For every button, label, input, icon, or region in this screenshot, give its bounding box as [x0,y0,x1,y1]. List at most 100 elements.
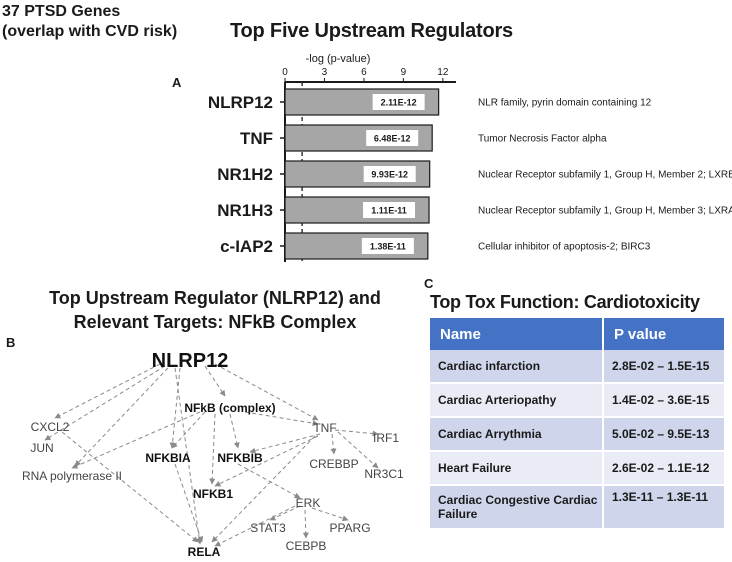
network-edge [214,505,296,547]
network-node: RNA polymerase II [22,469,122,483]
network-edge [229,413,240,449]
x-axis-label: -log (p-value) [306,53,371,65]
network-edge [44,365,166,441]
network-node: PPARG [329,521,370,535]
network-edge [71,411,201,469]
category-label: c-IAP2 [220,237,273,256]
value-label: 1.11E-11 [371,206,407,216]
network-edge [302,509,309,539]
network-edge [249,433,321,454]
value-label: 6.48E-12 [374,134,411,144]
category-label: NR1H2 [217,165,273,184]
network-node: RELA [188,545,221,559]
description-label: Nuclear Receptor subfamily 1, Group H, M… [478,170,732,181]
network-node: TNF [313,421,336,435]
tox-header-pvalue: P value [603,318,726,350]
network-node: NFKBIA [145,451,191,465]
network-edge [54,363,161,419]
network-node: JUN [30,441,53,455]
network-node: CEBPB [286,539,327,553]
network-edge [330,433,337,455]
network-edge [214,435,319,487]
x-tick-label: 3 [322,67,328,78]
value-label-box [366,130,419,146]
value-label: 9.93E-12 [371,170,408,180]
x-tick-label: 6 [361,67,367,78]
tox-pvalue-cell: 5.0E-02 – 9.5E-13 [603,417,726,452]
network-edge [211,435,316,543]
network-edge [214,363,319,421]
tox-table-header-row: Name P value [430,318,726,350]
network-edge [334,429,379,437]
description-label: Tumor Necrosis Factor alpha [478,134,607,145]
bar-row: TNF 6.48E-12 Tumor Necrosis Factor alpha [240,124,607,152]
network-edge [174,367,203,545]
network-edge [61,431,199,543]
tox-header-name: Name [430,318,604,350]
network-node: NLRP12 [152,350,229,372]
value-label-box [363,202,416,218]
description-label: Cellular inhibitor of apoptosis-2; BIRC3 [478,242,651,253]
tox-pvalue-cell: 2.8E-02 – 1.5E-15 [603,350,726,384]
network-edge [169,367,181,449]
network-node: ERK [296,496,321,510]
x-tick-label: 0 [282,67,288,78]
value-label-box [372,94,425,110]
network-node: CREBBP [309,457,358,471]
network-edge [171,411,206,449]
x-tick-label: 12 [437,67,449,78]
network-node: IRF1 [373,431,399,445]
value-label: 1.38E-11 [370,242,406,252]
description-label: Nuclear Receptor subfamily 1, Group H, M… [478,206,732,217]
category-label: TNF [240,129,273,148]
value-label-box [361,238,414,254]
tox-name-cell: Cardiac Congestive Cardiac Failure [430,485,604,530]
network-node: NFKB1 [193,487,233,501]
network-node: NFkB (complex) [184,401,275,415]
description-label: NLR family, pyrin domain containing 12 [478,98,652,109]
network-edge [174,463,204,543]
network-title: Top Upstream Regulator (NLRP12) and Rele… [49,288,381,332]
bar-row: NR1H2 9.93E-12 Nuclear Receptor subfamily … [217,160,732,188]
network-edges [44,363,379,547]
category-label: NR1H3 [217,201,273,220]
panel-b-label: B [6,335,16,350]
panel-a-label: A [172,75,182,90]
network-node: NR3C1 [364,467,404,481]
network-edge [204,365,226,397]
network-edge [74,367,169,467]
intro-text: 37 PTSD Genes (overlap with CVD risk) [2,3,178,40]
chart-title: Top Five Upstream Regulators [230,20,513,42]
category-label: NLRP12 [208,93,273,112]
tox-name-cell: Heart Failure [430,451,604,486]
tox-pvalue-cell: 1.3E-11 – 1.3E-11 [603,485,726,530]
value-label-box [363,166,416,182]
network-edge [311,507,349,522]
bar-row: NR1H3 1.11E-11 Nuclear Receptor subfamily … [217,196,732,224]
network-edge [244,411,319,427]
network-edge [237,463,301,499]
tox-name-cell: Cardiac Arrythmia [430,417,604,452]
bar-row: c-IAP2 1.38E-11 Cellular inhibitor of apop… [220,232,651,260]
network-edge [269,505,301,521]
tox-name-cell: Cardiac Arteriopathy [430,383,604,418]
tox-title: Top Tox Function: Cardiotoxicity [430,292,700,312]
network-edge [337,431,379,469]
panel-c-label: C [424,276,434,291]
network-node: STAT3 [250,521,286,535]
network-node: CXCL2 [31,420,70,434]
x-axis-ticks: 0 3 6 9 12 [282,67,449,82]
x-tick-label: 9 [401,67,407,78]
network-node: NFKBIB [217,451,263,465]
